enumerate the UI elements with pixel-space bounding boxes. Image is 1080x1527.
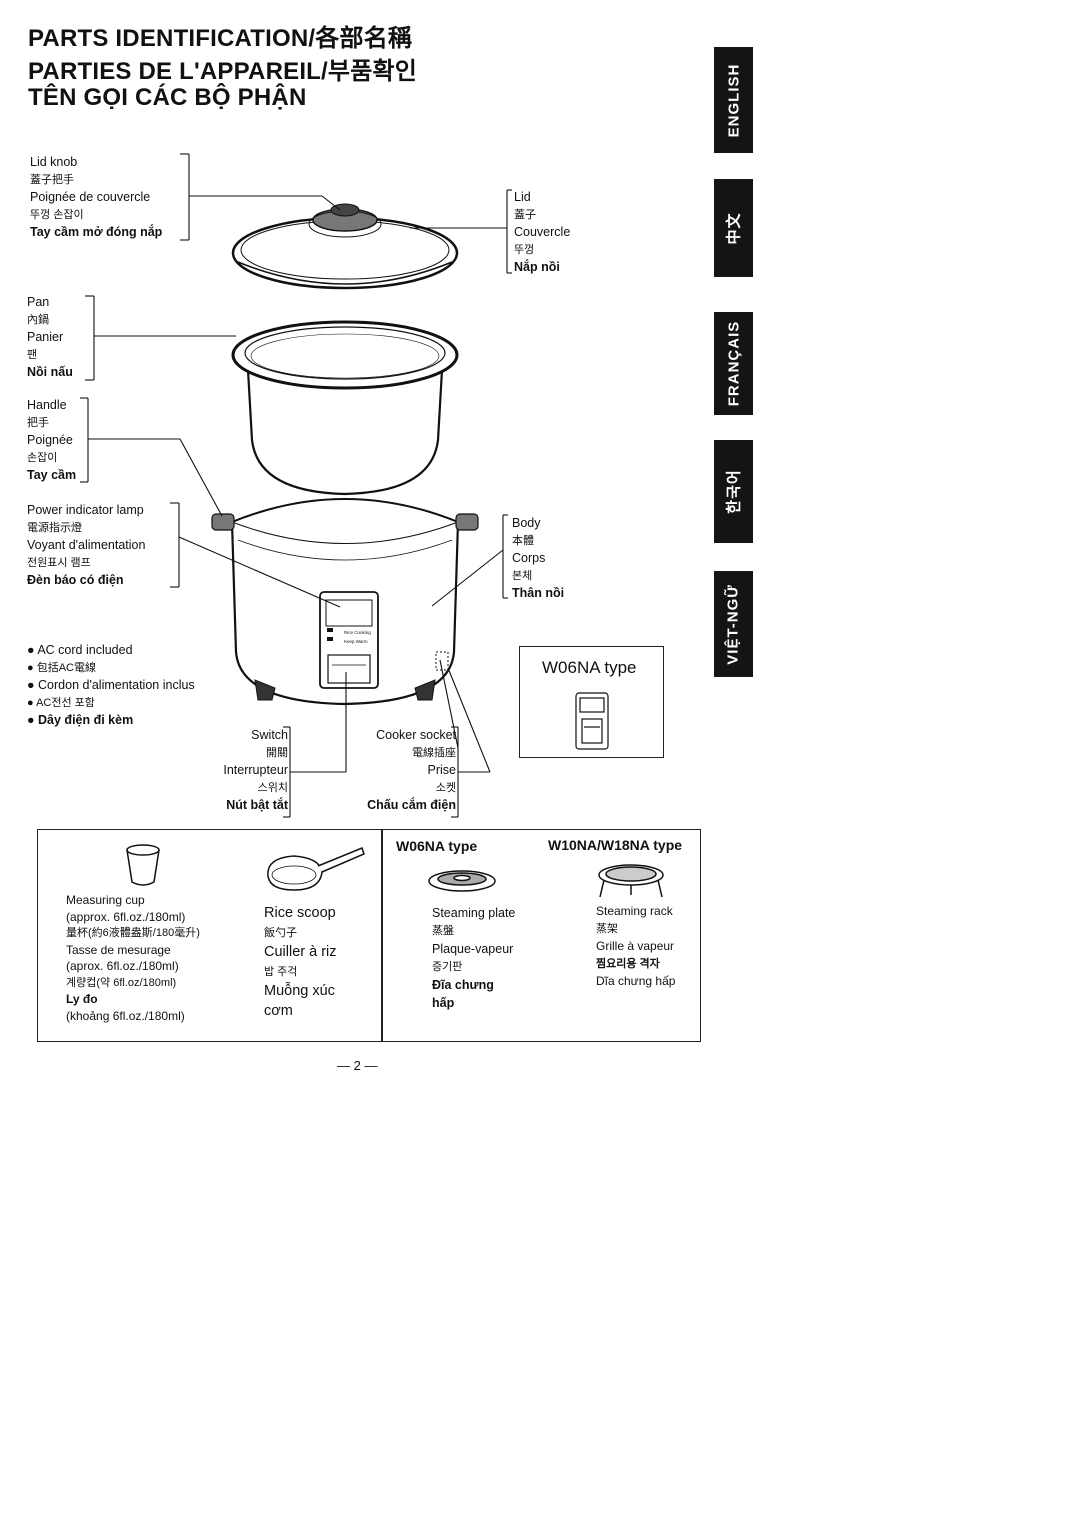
language-tab-korean[interactable]: 한국어 [714,440,753,543]
handle-label: Handle 把手 Poignée 손잡이 Tay cầm [27,398,77,482]
page-number: — 2 — [337,1058,378,1073]
w06na-panel-inset: W06NA type [519,646,664,758]
panel-label-warm: Keep Warm [344,639,368,644]
panel-label-cooking: Rice Cooking [344,630,371,635]
cooker-socket-label: Cooker socket 電線插座 Prise 소켓 Chấu cắm điệ… [367,728,456,812]
steaming-plate-label: Steaming plate 蒸盤 Plaque-vapeur 증기판 Đĩa … [432,906,516,1010]
page-title-line-2: PARTIES DE L'APPAREIL/부품확인 [28,58,418,85]
steaming-rack-icon [598,864,664,898]
lid-label: Lid 蓋子 Couvercle 뚜껑 Nắp nồi [514,190,571,274]
rice-scoop-label: Rice scoop 飯勺子 Cuiller à riz 밥 주걱 Muỗng … [264,905,337,1019]
language-tab-vietnamese[interactable]: VIỆT-NGỮ [714,571,753,677]
ac-cord-note: ● AC cord included ● 包括AC電線 ● Cordon d'a… [27,643,195,727]
pan-label: Pan 內鍋 Panier 팬 Nồi nấu [27,295,73,379]
measuring-cup-label: Measuring cup (approx. 6fl.oz./180ml) 量杯… [66,893,200,1023]
page-title-line-1: PARTS IDENTIFICATION/各部名稱 [28,25,413,52]
body-label: Body 本體 Corps 본체 Thân nồi [512,516,565,600]
accessories-box [37,829,701,1042]
power-indicator-lamp-label: Power indicator lamp 電源指示燈 Voyant d'alim… [27,503,146,587]
w10na-w18na-accessory-header: W10NA/W18NA type [548,837,683,853]
language-tab-english[interactable]: ENGLISH [714,47,753,153]
language-tab-chinese[interactable]: 中文 [714,179,753,277]
rice-scoop-icon [267,847,365,891]
steaming-rack-label: Steaming rack 蒸架 Grille à vapeur 찜요리용 격자… [596,904,676,988]
steaming-plate-icon [428,870,496,892]
switch-label: Switch 開關 Interrupteur 스위치 Nút bật tắt [223,728,288,812]
w06na-panel-icon [575,692,609,750]
w06na-accessory-header: W06NA type [396,838,478,854]
accessories-divider [381,829,383,1042]
language-tab-french[interactable]: FRANÇAIS [714,312,753,415]
lid-knob-label: Lid knob 蓋子把手 Poignée de couvercle 뚜껑 손잡… [30,155,163,239]
measuring-cup-icon [126,844,160,886]
page-title-line-3: TÊN GỌI CÁC BỘ PHẬN [28,84,307,111]
w06na-inset-title: W06NA type [542,658,637,677]
